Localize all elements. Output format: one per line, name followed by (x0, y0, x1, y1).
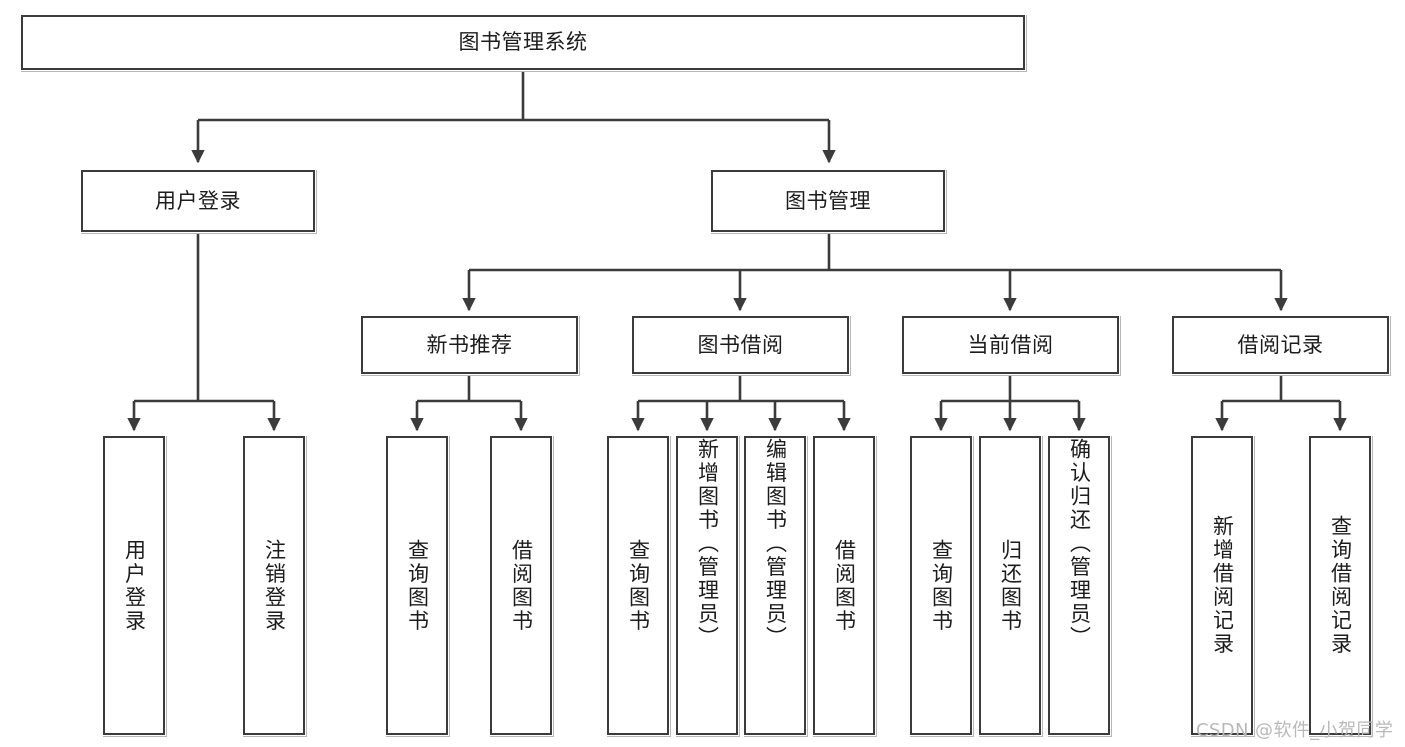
node-label: 新书推荐 (426, 332, 513, 357)
node-label: 注销登录 (262, 538, 287, 633)
node-current-borrow[interactable]: 当前借阅 (902, 316, 1119, 374)
node-book-borrow[interactable]: 图书借阅 (632, 316, 849, 374)
node-label: 归还图书 (998, 538, 1023, 633)
node-label: 用户登录 (122, 538, 147, 633)
node-label: 当前借阅 (967, 332, 1054, 357)
node-label: 图书借阅 (697, 332, 784, 357)
node-label: 编辑图书（管理员） (763, 438, 788, 650)
leaf-borrow-borrow-book[interactable]: 借阅图书 (813, 436, 875, 735)
node-label: 查询借阅记录 (1328, 515, 1353, 656)
leaf-current-confirm-return-admin[interactable]: 确认归还（管理员） (1048, 436, 1110, 735)
node-new-book-recommend[interactable]: 新书推荐 (361, 316, 578, 374)
node-label: 图书管理系统 (458, 30, 588, 55)
leaf-borrow-add-book-admin[interactable]: 新增图书（管理员） (676, 436, 738, 735)
leaf-record-query-record[interactable]: 查询借阅记录 (1309, 436, 1371, 735)
node-label: 查询图书 (405, 538, 430, 633)
watermark-text: CSDN @软件_小贺同学 (1196, 720, 1394, 741)
leaf-user-login[interactable]: 用户登录 (103, 436, 165, 735)
node-label: 确认归还（管理员） (1067, 438, 1092, 650)
leaf-recommend-borrow-book[interactable]: 借阅图书 (490, 436, 552, 735)
node-label: 新增图书（管理员） (695, 438, 720, 650)
node-label: 查询图书 (626, 538, 651, 633)
node-label: 借阅图书 (832, 538, 857, 633)
leaf-recommend-query-book[interactable]: 查询图书 (386, 436, 448, 735)
leaf-record-add-record[interactable]: 新增借阅记录 (1191, 436, 1253, 735)
leaf-user-logout[interactable]: 注销登录 (243, 436, 305, 735)
node-label: 借阅图书 (509, 538, 534, 633)
node-label: 新增借阅记录 (1210, 515, 1235, 656)
leaf-current-return-book[interactable]: 归还图书 (979, 436, 1041, 735)
node-label: 用户登录 (155, 188, 241, 213)
node-label: 图书管理 (785, 188, 871, 213)
node-book-management[interactable]: 图书管理 (711, 170, 945, 232)
leaf-borrow-query-book[interactable]: 查询图书 (607, 436, 669, 735)
node-borrow-record[interactable]: 借阅记录 (1172, 316, 1389, 374)
node-user-login[interactable]: 用户登录 (81, 170, 315, 232)
node-label: 查询图书 (929, 538, 954, 633)
node-root-system[interactable]: 图书管理系统 (21, 15, 1025, 70)
leaf-current-query-book[interactable]: 查询图书 (910, 436, 972, 735)
leaf-borrow-edit-book-admin[interactable]: 编辑图书（管理员） (744, 436, 806, 735)
node-label: 借阅记录 (1237, 332, 1324, 357)
